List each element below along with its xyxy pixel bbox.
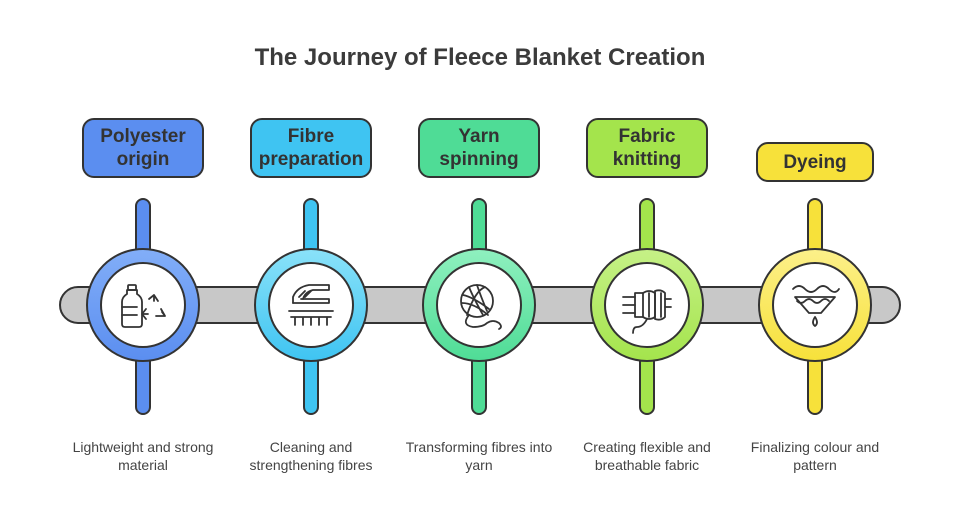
step-inner-disc — [268, 262, 354, 348]
step-description: Finalizing colour and pattern — [750, 439, 880, 473]
step-node — [86, 198, 200, 415]
step-label: Fibre preparation — [250, 118, 372, 178]
knitting-icon — [622, 289, 672, 334]
bottle-recycle-icon — [121, 284, 166, 328]
step-description: Transforming fibres into yarn — [405, 439, 553, 473]
step-node — [422, 198, 536, 415]
step-label: Polyester origin — [82, 118, 204, 178]
step-label: Fabric knitting — [586, 118, 708, 178]
step-inner-disc — [772, 262, 858, 348]
step-inner-disc — [604, 262, 690, 348]
step-node — [254, 198, 368, 415]
yarn-ball-icon — [460, 284, 502, 330]
step-node — [590, 198, 704, 415]
step-description: Creating flexible and breathable fabric — [583, 439, 711, 473]
step-description: Lightweight and strong material — [72, 439, 214, 473]
diagram-title: The Journey of Fleece Blanket Creation — [254, 44, 706, 71]
step-inner-disc — [436, 262, 522, 348]
step-label: Dyeing — [756, 142, 874, 182]
dye-bath-icon — [792, 285, 840, 327]
step-description: Cleaning and strengthening fibres — [249, 439, 373, 473]
step-inner-disc — [100, 262, 186, 348]
step-label: Yarn spinning — [418, 118, 540, 178]
carding-machine-icon — [288, 284, 334, 326]
step-node — [758, 198, 872, 415]
